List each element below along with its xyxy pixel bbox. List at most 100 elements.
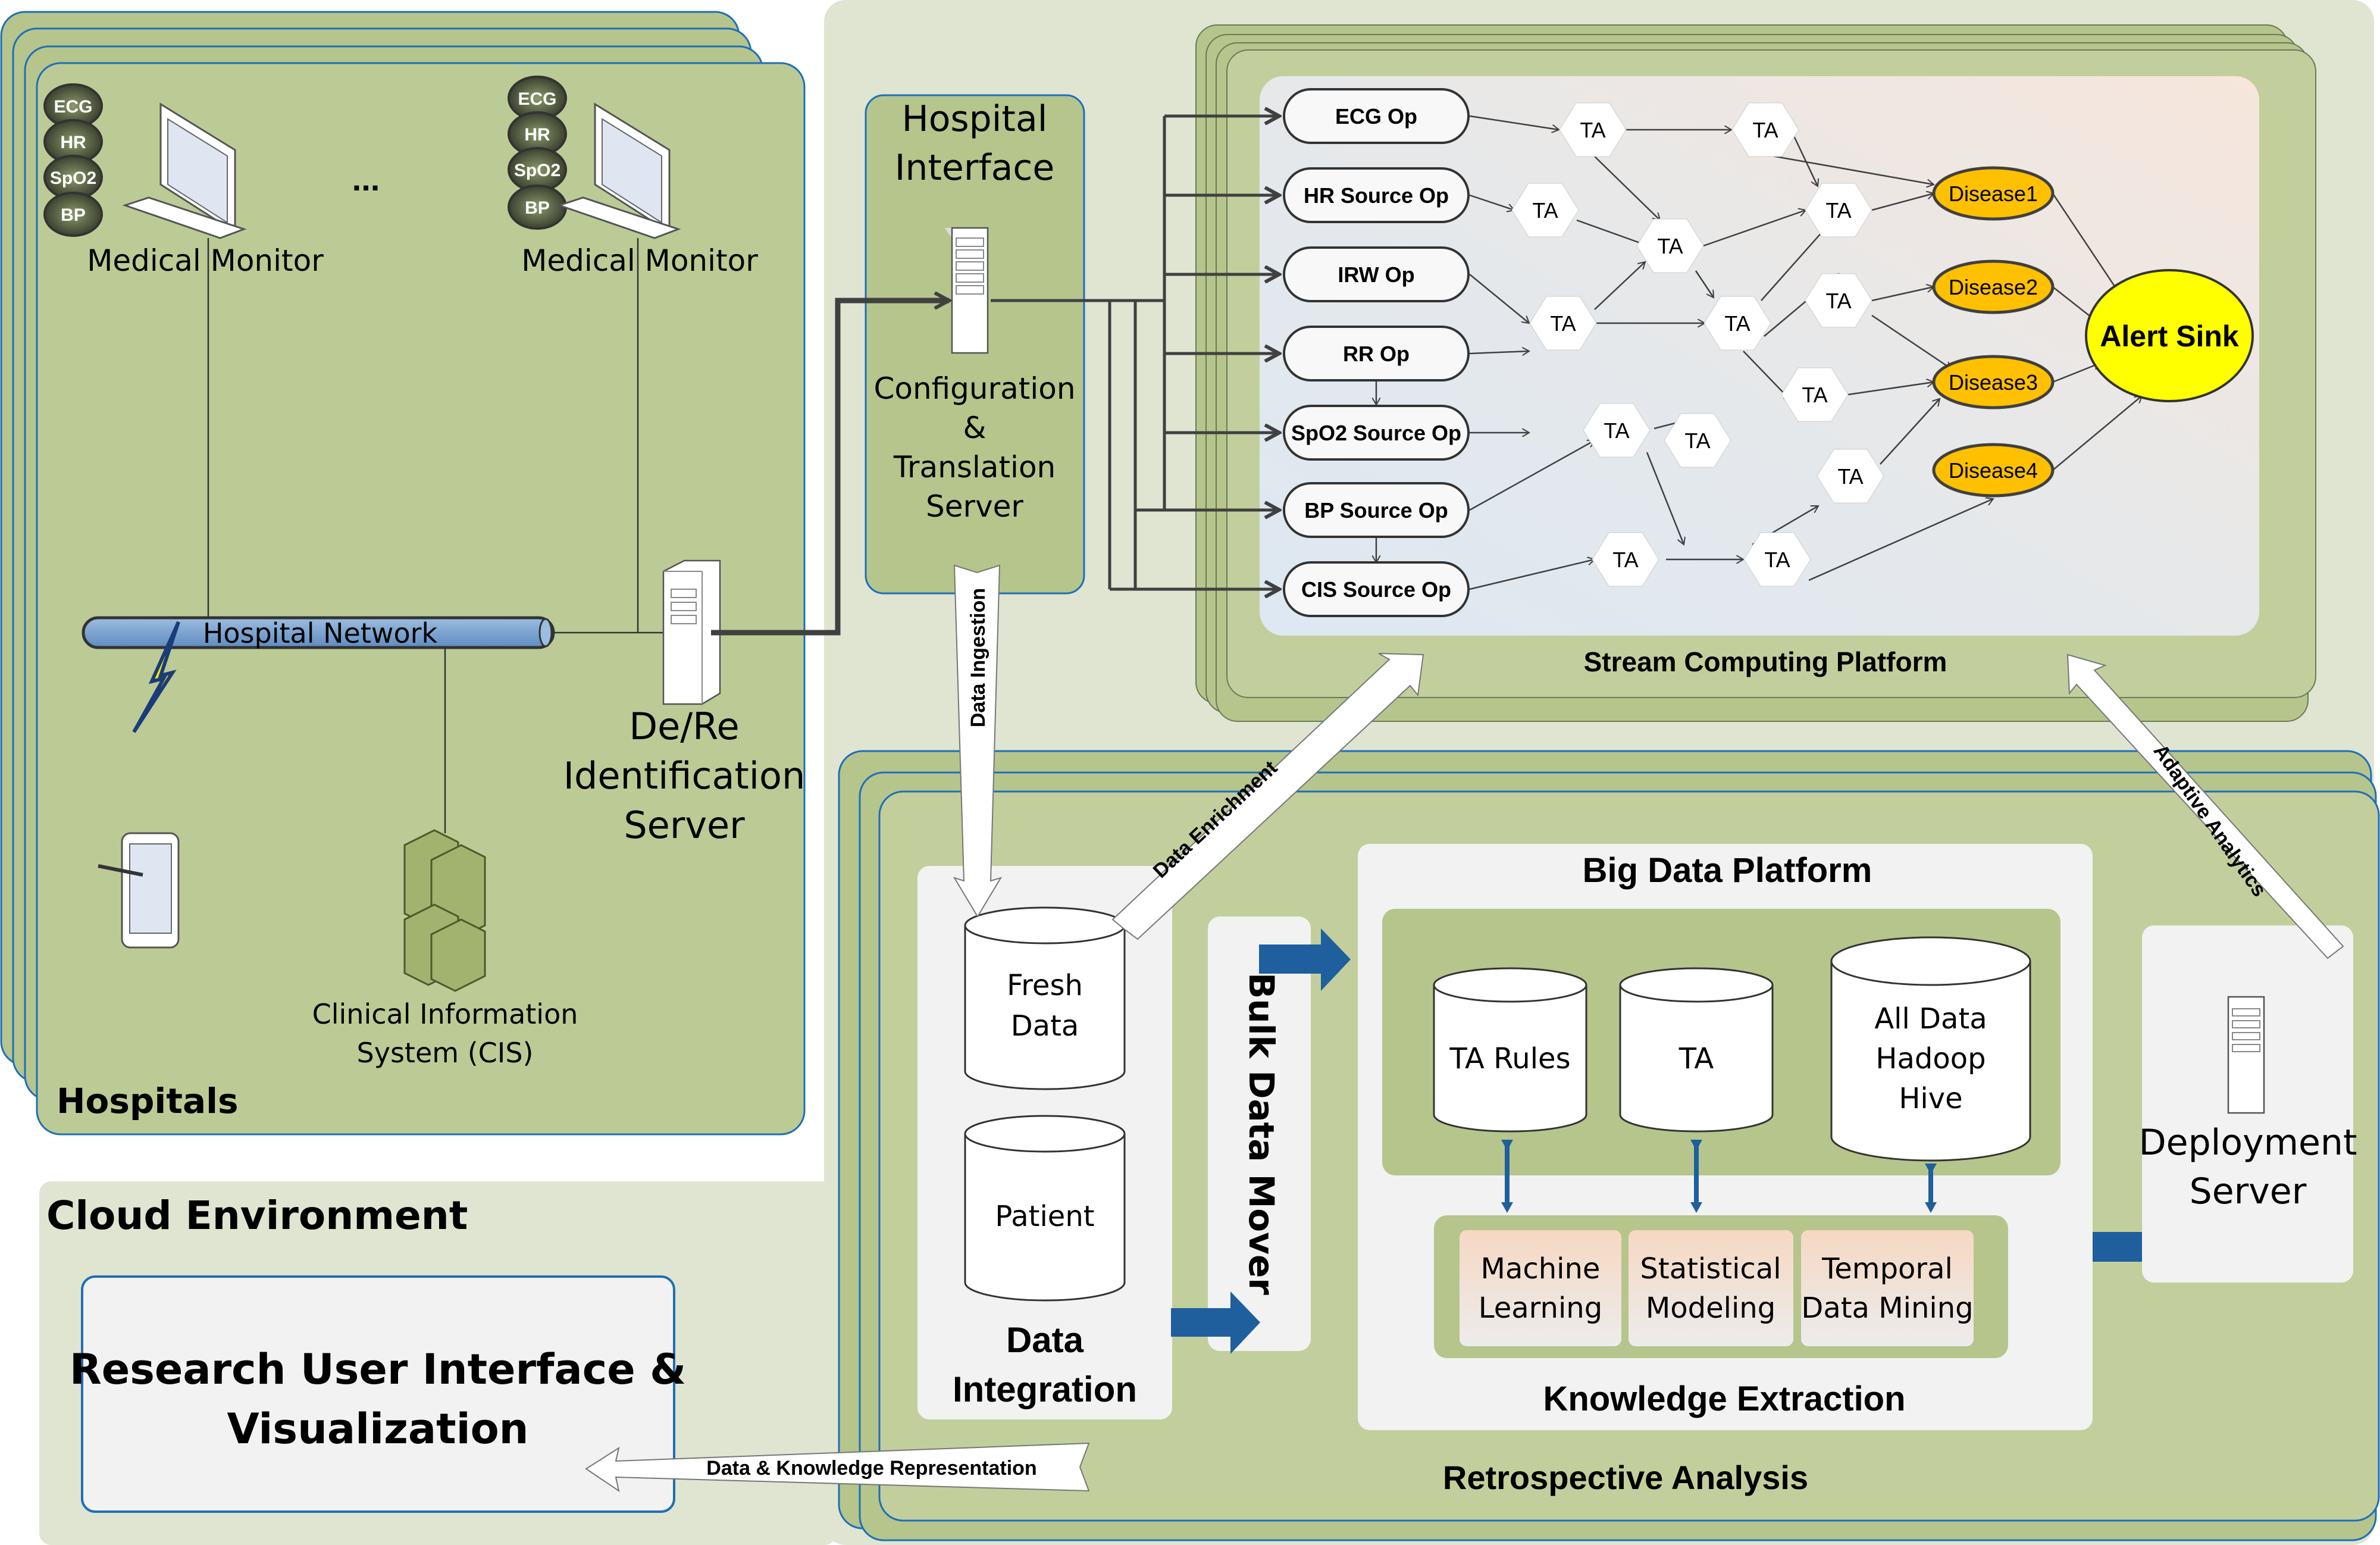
arrow-mover-to-bigdata <box>1259 928 1351 991</box>
data-integration-box[interactable]: Fresh Data Patient Data Integration <box>917 866 1172 1419</box>
operator-node[interactable]: BP Source Op <box>1283 482 1470 538</box>
knowledge-representation-label: Data & Knowledge Representation <box>706 1457 1036 1480</box>
operator-label: ECG Op <box>1335 104 1417 129</box>
ta-label: TA <box>1724 311 1750 336</box>
fresh-data-line-1: Fresh <box>1007 969 1083 1002</box>
cis-line-1: Clinical Information <box>312 998 578 1030</box>
deployment-line-2: Server <box>2190 1171 2307 1212</box>
deid-line-2: Identification <box>563 754 806 797</box>
ta-db[interactable]: TA <box>1619 967 1774 1133</box>
server-icon <box>662 559 721 705</box>
ta-node[interactable]: TA <box>1511 183 1579 237</box>
operator-node[interactable]: IRW Op <box>1283 246 1470 302</box>
ta-node[interactable]: TA <box>1805 183 1872 237</box>
graph-edge <box>1765 154 1934 184</box>
stream-label: Stream Computing Platform <box>1584 646 1947 677</box>
signal-bp: BP <box>525 198 550 218</box>
data-ingestion-label: Data Ingestion <box>967 588 989 727</box>
research-ui-line-1: Research User Interface & <box>70 1345 686 1394</box>
network-links <box>207 238 666 833</box>
method-temporal-mining[interactable]: Temporal Data Mining <box>1801 1230 1974 1346</box>
retro-label: Retrospective Analysis <box>1443 1459 1808 1496</box>
operator-label: IRW Op <box>1338 262 1414 287</box>
ta-node[interactable]: TA <box>1805 273 1872 328</box>
wireless-signal-icon <box>132 621 180 733</box>
server-icon <box>945 227 989 354</box>
stream-operators: ECG Op HR Source Op IRW Op RR Op SpO2 Source… <box>1283 88 1470 617</box>
ta-rules-db[interactable]: TA Rules <box>1433 967 1587 1133</box>
ellipsis: ... <box>352 160 380 198</box>
deid-server[interactable]: De/Re Identification Server <box>563 559 806 847</box>
signal-spo2: SpO2 <box>514 161 560 180</box>
graph-edge <box>1594 262 1645 310</box>
ta-node[interactable]: TA <box>1529 296 1597 351</box>
method-statistical-modeling[interactable]: Statistical Modeling <box>1629 1230 1793 1346</box>
bulk-data-mover[interactable]: Bulk Data Mover <box>1208 917 1311 1351</box>
hadoop-line-2: Hadoop <box>1875 1042 1986 1075</box>
ta-node[interactable]: TA <box>1743 532 1811 587</box>
ta-node[interactable]: TA <box>1664 413 1731 468</box>
server-cluster-icon <box>403 829 486 992</box>
graph-edge <box>1469 559 1595 590</box>
ta-node[interactable]: TA <box>1559 102 1627 157</box>
bidirectional-links <box>1501 1140 1937 1213</box>
disease-node[interactable]: Disease4 <box>1932 443 2055 498</box>
signal-hr: HR <box>524 125 550 145</box>
deployment-server[interactable]: Deployment Server <box>2138 925 2357 1283</box>
disease-label: Disease3 <box>1949 370 2038 395</box>
hadoop-hive-db[interactable]: All Data Hadoop Hive <box>1830 936 2031 1162</box>
arrow-integration-to-mover <box>1171 1291 1260 1354</box>
patient-db[interactable]: Patient <box>964 1115 1126 1302</box>
ta-node[interactable]: TA <box>1636 218 1704 273</box>
hadoop-line-3: Hive <box>1899 1082 1962 1115</box>
server-label-1: Configuration <box>873 371 1075 406</box>
monitor-label: Medical Monitor <box>87 243 324 278</box>
operator-node[interactable]: CIS Source Op <box>1283 561 1470 617</box>
signal-hr: HR <box>60 133 86 152</box>
signal-ecg: ECG <box>54 97 92 117</box>
graph-edge <box>1808 499 1993 581</box>
operator-node[interactable]: HR Source Op <box>1283 167 1470 223</box>
medical-monitor-2[interactable]: ECG HR SpO2 BP Medical Monitor <box>508 76 758 278</box>
ta-node[interactable]: TA <box>1583 403 1651 458</box>
operator-node[interactable]: RR Op <box>1283 326 1470 381</box>
graph-edge <box>1871 287 1934 302</box>
alert-sink[interactable]: Alert Sink <box>2085 269 2254 402</box>
arrow-knowledge-representation: Data & Knowledge Representation <box>585 1442 1090 1493</box>
method-machine-learning[interactable]: Machine Learning <box>1460 1230 1621 1346</box>
cis-server[interactable]: Clinical Information System (CIS) <box>312 829 578 1069</box>
deid-line-3: Server <box>624 803 745 847</box>
flow-arrows-blue <box>1171 928 2203 1354</box>
operator-node[interactable]: ECG Op <box>1283 88 1470 144</box>
hospital-network-pipe[interactable]: Hospital Network <box>82 616 555 649</box>
server-label-2: & <box>963 411 987 445</box>
operator-node[interactable]: SpO2 Source Op <box>1283 405 1470 461</box>
hospital-interface-panel[interactable]: Hospital Interface Configuration & Trans… <box>865 94 1085 595</box>
graph-edge <box>1871 314 1952 369</box>
ta-label: TA <box>1657 234 1683 258</box>
disease-node[interactable]: Disease1 <box>1932 166 2055 221</box>
ta-node[interactable]: TA <box>1703 296 1771 351</box>
ta-node[interactable]: TA <box>1817 449 1884 503</box>
server-icon <box>2227 996 2265 1114</box>
medical-monitor-1[interactable]: ECG HR SpO2 BP Medical Monitor <box>43 83 324 278</box>
research-ui-box[interactable]: Research User Interface & Visualization <box>70 1275 686 1513</box>
data-integration-line-2: Integration <box>953 1369 1137 1409</box>
disease-node[interactable]: Disease2 <box>1932 259 2055 314</box>
big-data-platform[interactable]: Big Data Platform TA Rules TA All Data H… <box>1358 844 2093 1430</box>
monitor-icon <box>556 102 681 239</box>
ta-node[interactable]: TA <box>1731 102 1799 157</box>
tablet-device[interactable] <box>98 621 180 949</box>
ta-label: TA <box>1837 464 1863 489</box>
disease-node[interactable]: Disease3 <box>1932 355 2055 409</box>
ta-label: TA <box>1580 118 1605 142</box>
ta-label: TA <box>1752 118 1778 142</box>
monitor-icon <box>122 102 247 239</box>
disease-label: Disease4 <box>1949 458 2038 483</box>
graph-edge <box>1871 193 1934 211</box>
ta-node[interactable]: TA <box>1781 367 1849 422</box>
ta-node[interactable]: TA <box>1592 532 1659 587</box>
fresh-data-db[interactable]: Fresh Data <box>964 906 1126 1090</box>
